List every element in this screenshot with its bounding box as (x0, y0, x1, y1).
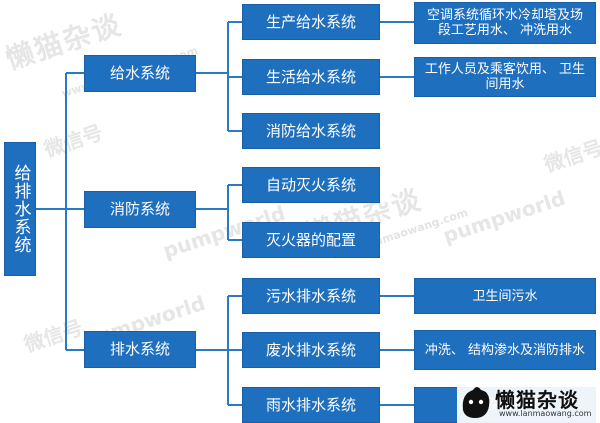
logo-url-text: www.lanmaowang.com (499, 409, 592, 418)
node-waste-drainage: 废水排水系统 (242, 332, 380, 368)
logo-brand-text: 懒猫杂谈 (495, 388, 579, 412)
node-production-water: 生产给水系统 (242, 4, 380, 40)
branch-water-supply: 给水系统 (84, 55, 196, 92)
root-node: 给排水系统 (4, 142, 36, 276)
cat-logo-icon (462, 387, 490, 418)
detail-production-water: 空调系统循环水冷却塔及场段工艺用水、 冲洗用水 (414, 2, 596, 44)
detail-domestic-water: 工作人员及乘客饮用、 卫生间用水 (414, 57, 596, 97)
node-rain-drainage: 雨水排水系统 (242, 387, 380, 423)
branch-drainage: 排水系统 (84, 331, 196, 368)
brand-logo: 懒猫杂谈 www.lanmaowang.com (457, 380, 600, 423)
detail-waste-drainage: 冲洗、 结构渗水及消防排水 (414, 330, 596, 370)
detail-sewage-drainage: 卫生间污水 (414, 278, 596, 314)
node-fire-water: 消防给水系统 (242, 113, 380, 149)
node-sewage-drainage: 污水排水系统 (242, 278, 380, 314)
node-domestic-water: 生活给水系统 (242, 59, 380, 95)
node-auto-extinguish: 自动灭火系统 (242, 167, 380, 203)
branch-fire-protection: 消防系统 (84, 191, 196, 228)
node-extinguisher-config: 灭火器的配置 (242, 222, 380, 258)
